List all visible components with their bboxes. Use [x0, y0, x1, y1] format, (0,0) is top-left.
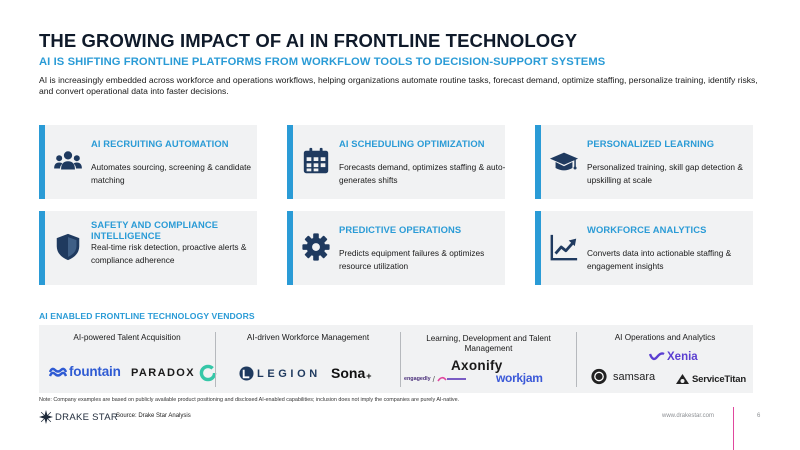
trend-chart-icon [545, 228, 583, 266]
vendor-column-heading: AI-driven Workforce Management [246, 333, 370, 342]
card-personalized-learning: PERSONALIZED LEARNING Personalized train… [535, 125, 753, 199]
samsara-mark-icon [591, 368, 607, 385]
vendor-panel: AI-powered Talent Acquisition fountain P… [39, 325, 753, 393]
logo-slash-separator: / [432, 374, 435, 384]
axonify-wordmark: Axonify [451, 358, 503, 373]
fountain-logo: fountain [49, 364, 121, 379]
xenia-logo: Xenia [649, 351, 698, 363]
legion-mark-icon [239, 366, 254, 381]
card-ai-scheduling: AI SCHEDULING OPTIMIZATION Forecasts dem… [287, 125, 505, 199]
card-title: AI RECRUITING AUTOMATION [91, 138, 229, 149]
legion-logo: LEGION [239, 366, 321, 381]
paradox-ring-icon [199, 364, 217, 382]
page-subtitle: AI IS SHIFTING FRONTLINE PLATFORMS FROM … [39, 56, 606, 68]
website-link[interactable]: www.drakestar.com [662, 413, 715, 419]
card-description: Forecasts demand, optimizes staffing & a… [339, 162, 506, 185]
card-title: PREDICTIVE OPERATIONS [339, 224, 462, 235]
drake-star-icon [39, 410, 53, 424]
vendor-column-workforce-management: AI-driven Workforce Management LEGION So… [216, 325, 400, 393]
paradox-logo: PARADOX [131, 364, 217, 382]
page-number: 6 [757, 413, 761, 419]
sona-logo: Sona + [331, 365, 372, 381]
second-learning-brand-logo-icon [437, 376, 466, 382]
workjam-logo: workjam [496, 371, 543, 385]
card-description: Real-time risk detection, proactive aler… [91, 242, 247, 265]
sona-wordmark: Sona [331, 365, 366, 381]
engagedly-logo: engagedly / [404, 374, 467, 384]
workjam-wordmark: workjam [496, 371, 543, 385]
vendor-column-heading: AI Operations and Analytics [614, 333, 716, 342]
card-title: AI SCHEDULING OPTIMIZATION [339, 138, 485, 149]
graduation-cap-icon [545, 142, 583, 180]
servicetitan-logo: ServiceTitan [675, 373, 746, 385]
vendor-column-talent-acquisition: AI-powered Talent Acquisition fountain P… [39, 325, 217, 393]
card-ai-recruiting: AI RECRUITING AUTOMATION Automates sourc… [39, 125, 257, 199]
engagedly-wordmark: engagedly [404, 376, 431, 382]
xenia-mark-icon [649, 351, 665, 360]
shield-icon [49, 228, 87, 266]
fountain-mark-icon [49, 367, 67, 377]
drake-star-brand: DRAKE STAR [39, 410, 118, 424]
footnote: Note: Company examples are based on publ… [39, 397, 460, 403]
calendar-icon [297, 142, 335, 180]
card-title: PERSONALIZED LEARNING [587, 138, 715, 149]
fountain-wordmark: fountain [69, 364, 121, 379]
card-title: SAFETY AND COMPLIANCE INTELLIGENCE [91, 219, 219, 241]
servicetitan-wordmark: ServiceTitan [692, 373, 746, 385]
vendors-section-title: AI ENABLED FRONTLINE TECHNOLOGY VENDORS [39, 311, 255, 321]
card-description: Converts data into actionable staffing &… [587, 248, 732, 271]
sona-plus-icon: + [366, 370, 372, 381]
vendor-column-heading: AI-powered Talent Acquisition [73, 333, 181, 342]
samsara-wordmark: samsara [613, 370, 656, 383]
card-safety-compliance: SAFETY AND COMPLIANCE INTELLIGENCE Real-… [39, 211, 257, 285]
samsara-logo: samsara [591, 368, 655, 385]
vendor-column-learning-development: Learning, Development and Talent Managem… [401, 325, 576, 393]
card-workforce-analytics: WORKFORCE ANALYTICS Converts data into a… [535, 211, 753, 285]
accent-divider [733, 407, 734, 450]
paradox-wordmark: PARADOX [131, 367, 195, 379]
axonify-logo: Axonify [451, 358, 503, 373]
vendor-column-operations-analytics: AI Operations and Analytics Xenia samsar… [577, 325, 753, 393]
vendor-column-divider [400, 332, 401, 387]
servicetitan-mark-icon [676, 374, 689, 384]
card-description: Personalized training, skill gap detecti… [587, 162, 743, 185]
vendor-column-heading: Learning, Development and Talent Managem… [426, 334, 551, 353]
intro-paragraph: AI is increasingly embedded across workf… [39, 75, 758, 96]
vendor-column-divider [215, 332, 216, 387]
card-predictive-operations: PREDICTIVE OPERATIONS Predicts equipment… [287, 211, 505, 285]
gear-icon [297, 228, 335, 266]
users-icon [49, 142, 87, 180]
page-title: THE GROWING IMPACT OF AI IN FRONTLINE TE… [39, 30, 578, 51]
card-description: Predicts equipment failures & optimizes … [339, 248, 485, 271]
card-title: WORKFORCE ANALYTICS [587, 224, 707, 235]
vendor-column-divider [576, 332, 577, 387]
xenia-wordmark: Xenia [667, 351, 698, 363]
drake-star-wordmark: DRAKE STAR [55, 411, 119, 423]
card-description: Automates sourcing, screening & candidat… [91, 162, 252, 185]
source-text: Source: Drake Star Analysis [116, 413, 191, 419]
legion-wordmark: LEGION [257, 367, 321, 380]
